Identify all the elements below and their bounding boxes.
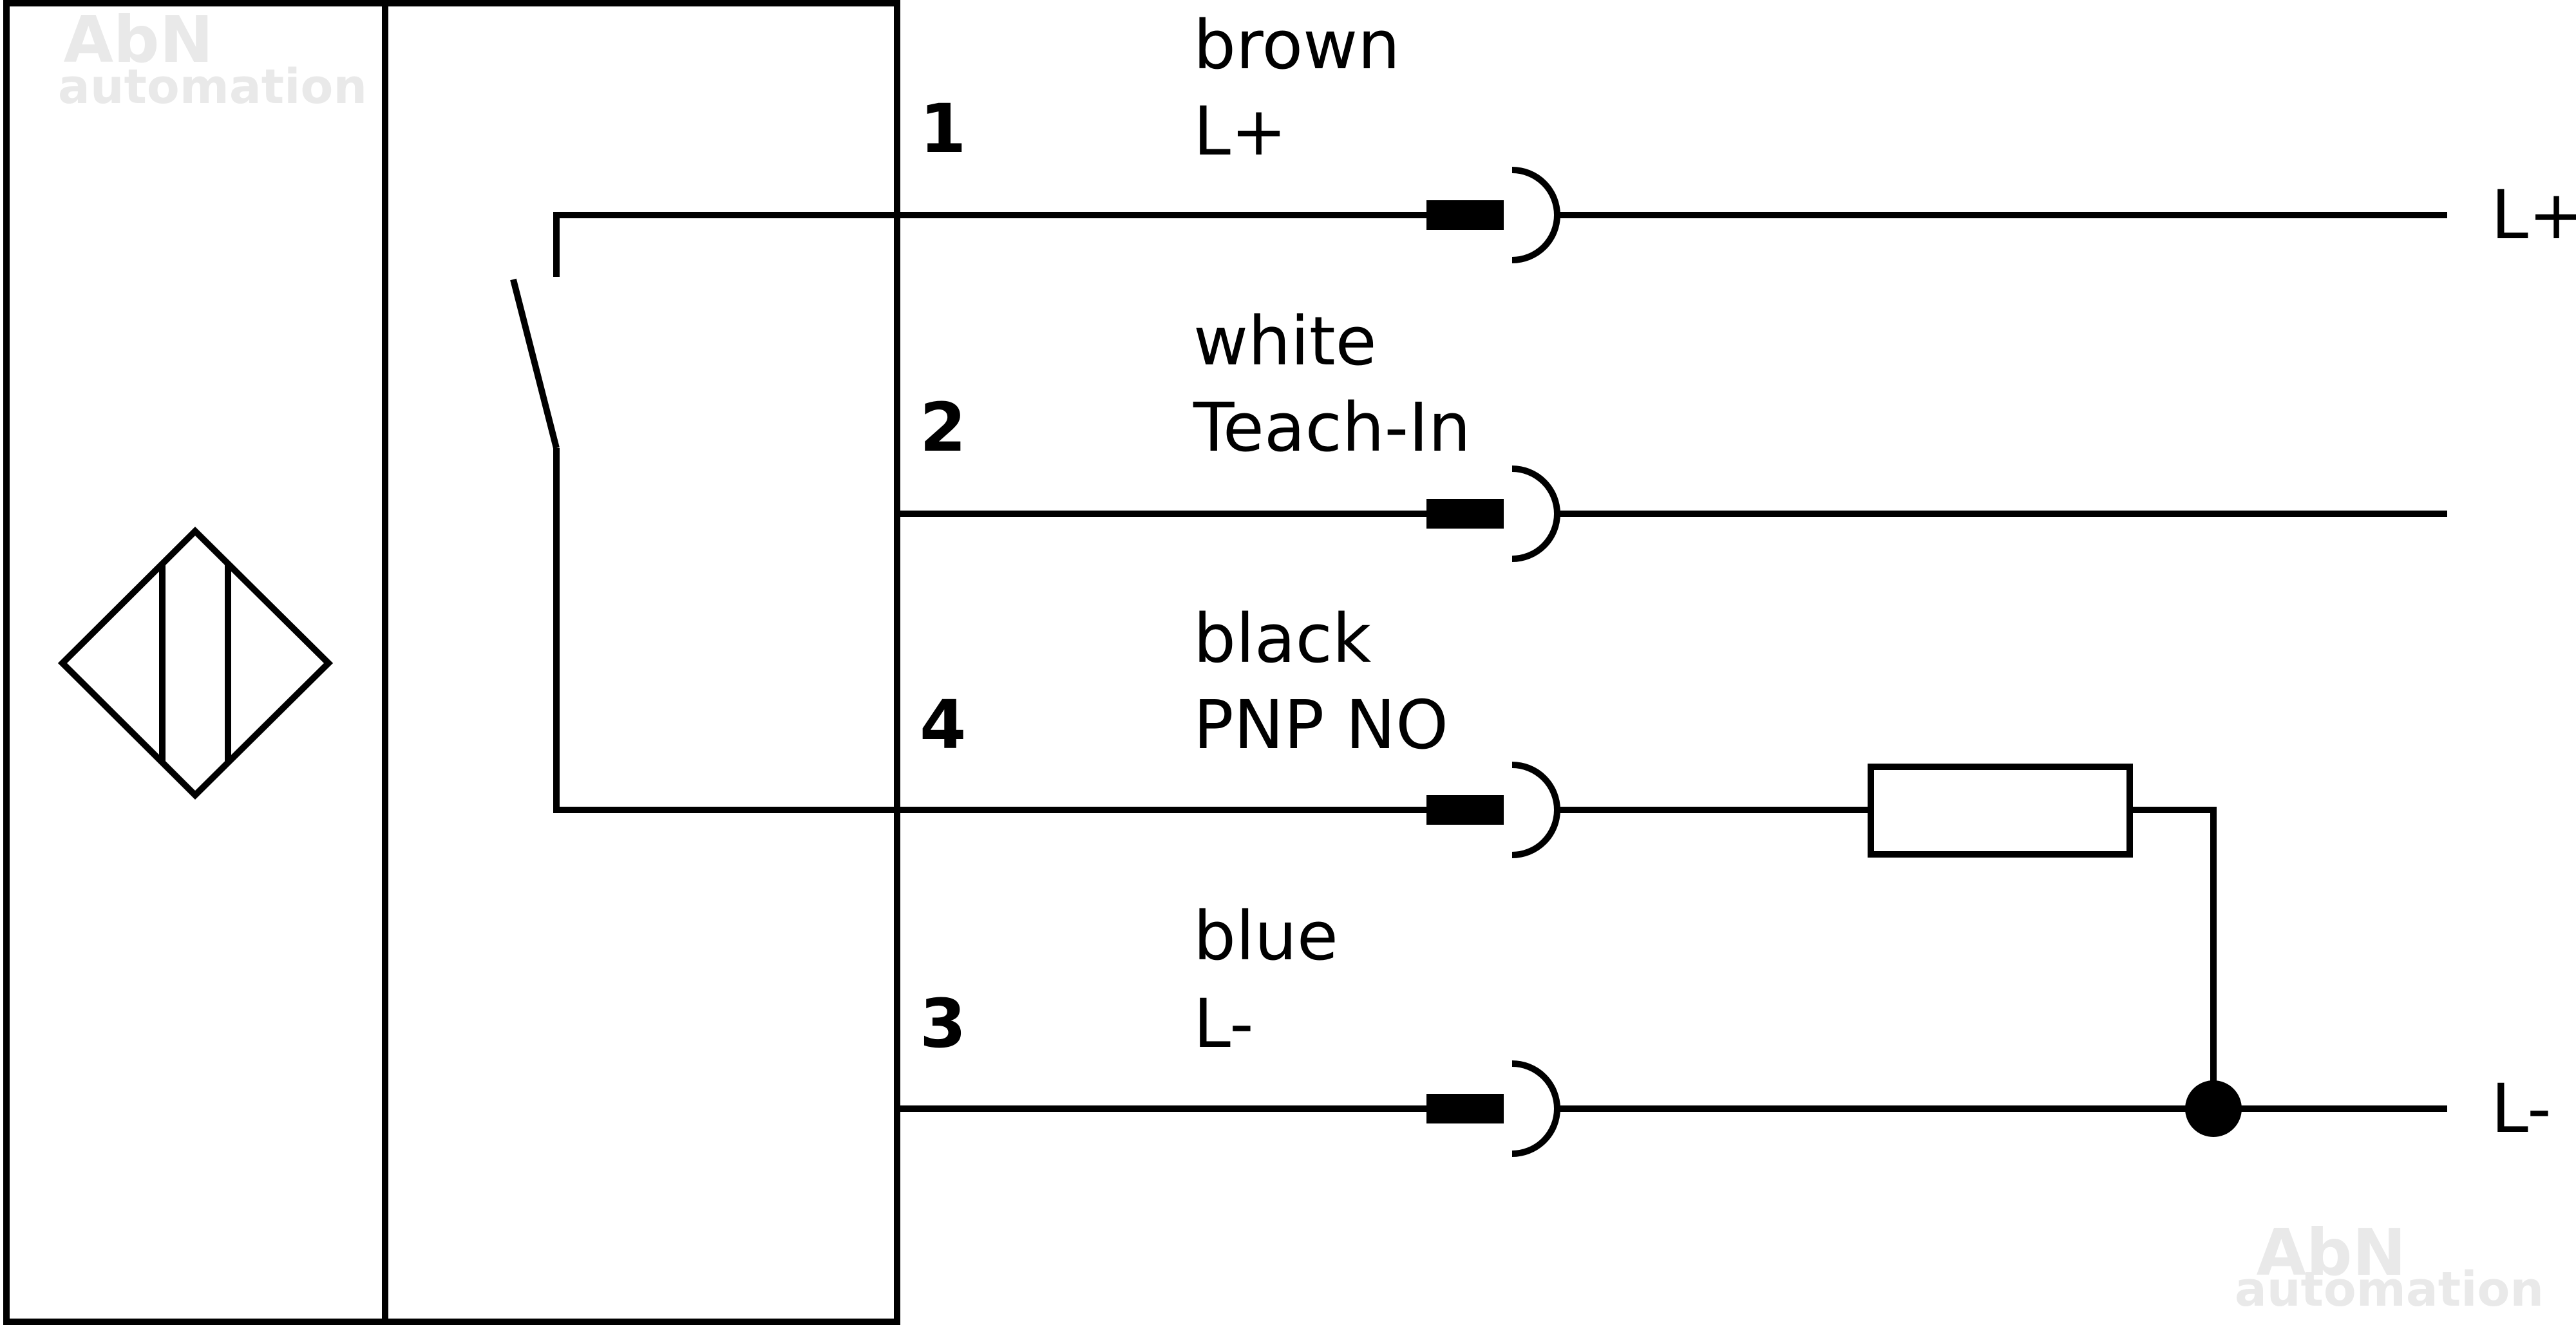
pin-2-wire: 2 white Teach-In	[897, 302, 2447, 562]
sensor-housing	[3, 0, 900, 1325]
wire-color-label: white	[1193, 302, 1377, 381]
pin-number: 3	[920, 984, 966, 1063]
wire-function-label: L-	[1193, 984, 1254, 1063]
plug-connector-icon	[1426, 762, 1560, 858]
normally-open-switch-icon	[510, 212, 897, 813]
pin-4-wire: 4 black PNP NO	[897, 599, 2217, 1109]
plug-connector-icon	[1426, 465, 1560, 562]
watermark-logo-text: AbN	[64, 2, 214, 77]
switch-output-wire	[553, 448, 897, 813]
watermark-logo-text: AbN	[2257, 1215, 2407, 1290]
load-return-line	[2130, 807, 2217, 1109]
watermark-top-left: AbN automation	[58, 2, 367, 115]
wire-function-label: Teach-In	[1193, 388, 1471, 467]
terminal-label: L-	[2491, 1069, 2552, 1148]
junction-dot-icon	[2185, 1080, 2242, 1137]
load-resistor-icon	[1868, 764, 2133, 858]
pin-number: 4	[920, 686, 966, 764]
inductive-sensor-diamond-icon	[57, 526, 334, 800]
watermark-bottom-right: AbN automation	[2235, 1215, 2544, 1317]
switch-supply-wire	[553, 212, 897, 277]
wire-color-label: blue	[1193, 897, 1338, 975]
plug-connector-icon	[1426, 1060, 1560, 1157]
watermark-tagline-text: automation	[2235, 1262, 2544, 1317]
pin-1-wire: 1 brown L+ L+	[897, 6, 2576, 263]
watermark-tagline-text: automation	[58, 59, 367, 115]
wire-function-label: L+	[1193, 92, 1287, 171]
wire-color-label: black	[1193, 599, 1371, 678]
wire-color-label: brown	[1193, 6, 1400, 84]
wire-function-label: PNP NO	[1193, 686, 1448, 764]
sensor-body-outline	[3, 0, 900, 1325]
terminal-label: L+	[2491, 176, 2576, 254]
switch-contact-blade	[510, 278, 560, 449]
pin-3-wire: 3 blue L- L-	[897, 897, 2552, 1157]
pin-number: 1	[920, 89, 966, 168]
plug-connector-icon	[1426, 167, 1560, 263]
pin-number: 2	[920, 388, 966, 467]
